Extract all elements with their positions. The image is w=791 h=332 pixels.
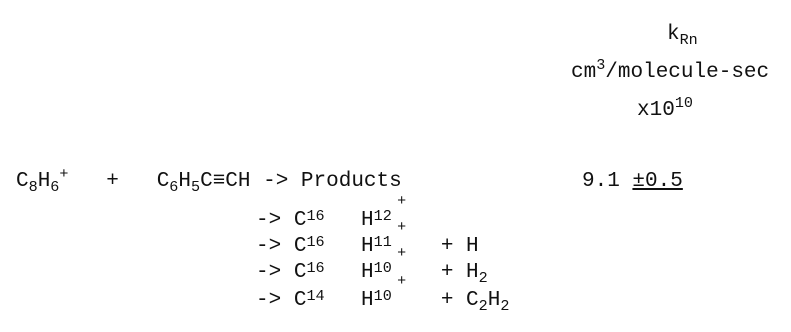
rate-constant-units: cm3/molecule-sec bbox=[571, 55, 770, 84]
rate-uncertainty: ±0.5 bbox=[632, 170, 683, 193]
products-label: Products bbox=[300, 170, 402, 193]
rate-constant-scale: x1010 bbox=[637, 93, 693, 122]
k-symbol: k bbox=[667, 23, 680, 46]
rate-value: 9.1 ±0.5 bbox=[582, 170, 683, 193]
plus-sign: + bbox=[106, 170, 119, 193]
reaction-arrow: -> bbox=[263, 170, 289, 193]
reaction-line: C8H6+ + C6H5C≡CH -> Products bbox=[16, 164, 402, 197]
k-subscript: Rn bbox=[679, 31, 698, 50]
reactant-1: C8H6+ bbox=[16, 164, 69, 197]
rate-constant-label: kRn bbox=[667, 23, 698, 48]
reactant-2: C6H5C≡CH bbox=[156, 170, 251, 197]
